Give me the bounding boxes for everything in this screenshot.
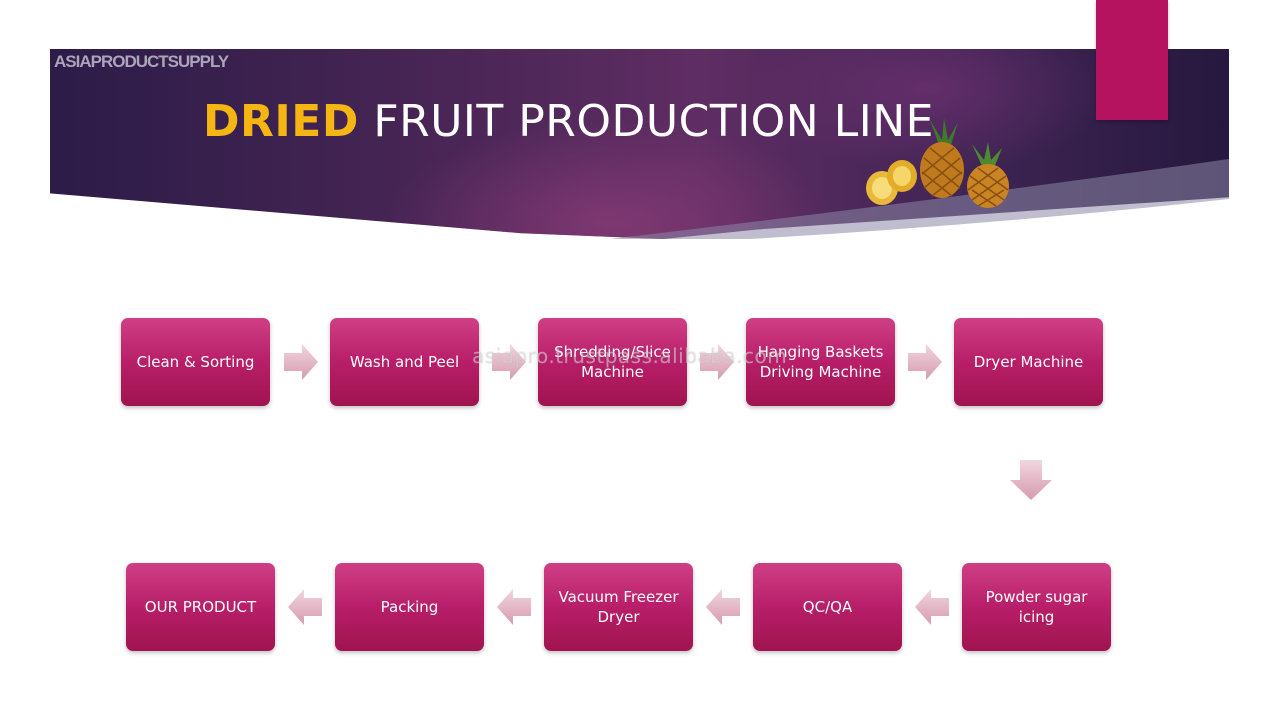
- pineapple-icon: [866, 118, 1009, 208]
- step-our-product: OUR PRODUCT: [126, 563, 275, 651]
- step-shredding-slice: Shredding/Slice Machine: [538, 318, 687, 406]
- arrow-left-icon: [915, 589, 949, 625]
- overlay-watermark: asiapro.trustpass.alibaba.com: [472, 344, 788, 368]
- step-powder-sugar-icing: Powder sugar icing: [962, 563, 1111, 651]
- arrow-down-icon: [1010, 460, 1052, 500]
- page-title: DRIED FRUIT PRODUCTION LINE: [203, 96, 934, 147]
- arrow-left-icon: [288, 589, 322, 625]
- step-clean-sorting: Clean & Sorting: [121, 318, 270, 406]
- arrow-right-icon: [492, 344, 526, 380]
- step-wash-peel: Wash and Peel: [330, 318, 479, 406]
- arrow-right-icon: [908, 344, 942, 380]
- arrow-left-icon: [497, 589, 531, 625]
- step-hanging-baskets: Hanging Baskets Driving Machine: [746, 318, 895, 406]
- step-packing: Packing: [335, 563, 484, 651]
- corner-accent-bar: [1096, 0, 1168, 120]
- arrow-right-icon: [284, 344, 318, 380]
- step-vacuum-freezer-dryer: Vacuum Freezer Dryer: [544, 563, 693, 651]
- step-qc-qa: QC/QA: [753, 563, 902, 651]
- title-rest: FRUIT PRODUCTION LINE: [358, 96, 934, 147]
- arrow-right-icon: [700, 344, 734, 380]
- step-dryer-machine: Dryer Machine: [954, 318, 1103, 406]
- title-highlight: DRIED: [203, 96, 359, 147]
- brand-watermark: ASIAPRODUCTSUPPLY: [54, 52, 229, 71]
- arrow-left-icon: [706, 589, 740, 625]
